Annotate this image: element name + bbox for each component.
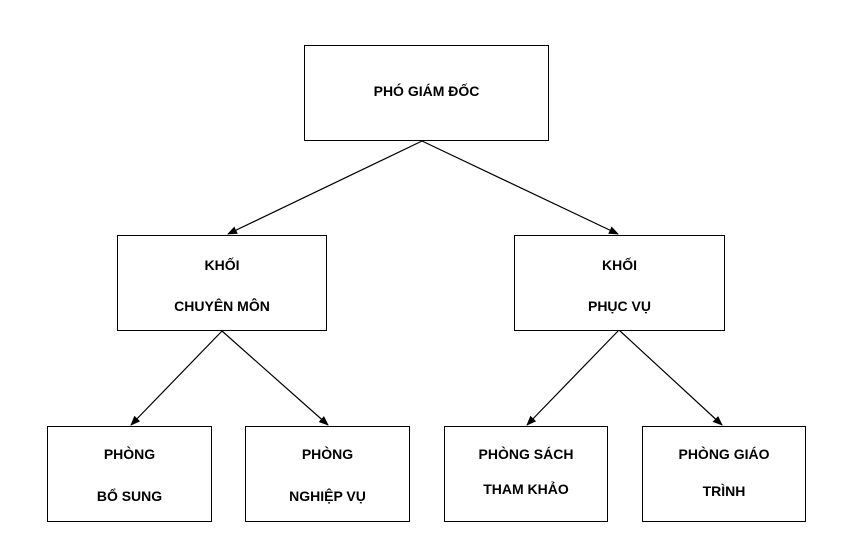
node-phong-sach-tham-khao: PHÒNG SÁCH THAM KHẢO bbox=[444, 426, 608, 522]
node-khoi-phuc-vu-line2: PHỤC VỤ bbox=[587, 298, 651, 314]
arrow-chuyen-mon-to-nghiep-vu bbox=[221, 330, 329, 426]
node-khoi-chuyen-mon-line1: KHỐI bbox=[204, 257, 240, 273]
node-phong-giao-trinh-line1: PHÒNG GIÁO bbox=[678, 446, 770, 462]
arrow-root-to-khoi-phuc-vu bbox=[421, 140, 619, 235]
node-phong-sach-tham-khao-line1: PHÒNG SÁCH bbox=[478, 446, 574, 462]
node-pho-giam-doc-label: PHÓ GIÁM ĐỐC bbox=[373, 83, 480, 99]
node-khoi-chuyen-mon-line2: CHUYÊN MÔN bbox=[174, 298, 270, 314]
node-phong-bo-sung-line2: BỔ SUNG bbox=[96, 488, 163, 504]
node-phong-giao-trinh-line2: TRÌNH bbox=[702, 483, 746, 499]
node-phong-bo-sung: PHÒNG BỔ SUNG bbox=[47, 426, 212, 522]
node-phong-sach-tham-khao-line2: THAM KHẢO bbox=[483, 481, 569, 497]
arrow-root-to-khoi-chuyen-mon bbox=[227, 140, 423, 235]
node-phong-nghiep-vu-line2: NGHIỆP VỤ bbox=[289, 488, 366, 504]
node-khoi-chuyen-mon: KHỐI CHUYÊN MÔN bbox=[117, 235, 327, 331]
node-phong-nghiep-vu-line1: PHÒNG bbox=[301, 446, 354, 462]
arrow-phuc-vu-to-giao-trinh bbox=[618, 329, 723, 426]
node-phong-bo-sung-line1: PHÒNG bbox=[103, 446, 156, 462]
arrow-phuc-vu-to-sach-tham-khao bbox=[526, 329, 620, 426]
node-phong-nghiep-vu: PHÒNG NGHIỆP VỤ bbox=[245, 426, 410, 522]
node-khoi-phuc-vu: KHỐI PHỤC VỤ bbox=[514, 235, 725, 331]
arrow-chuyen-mon-to-bo-sung bbox=[130, 330, 223, 426]
node-khoi-phuc-vu-line1: KHỐI bbox=[602, 257, 637, 273]
node-pho-giam-doc: PHÓ GIÁM ĐỐC bbox=[304, 45, 549, 141]
node-phong-giao-trinh: PHÒNG GIÁO TRÌNH bbox=[642, 426, 806, 522]
